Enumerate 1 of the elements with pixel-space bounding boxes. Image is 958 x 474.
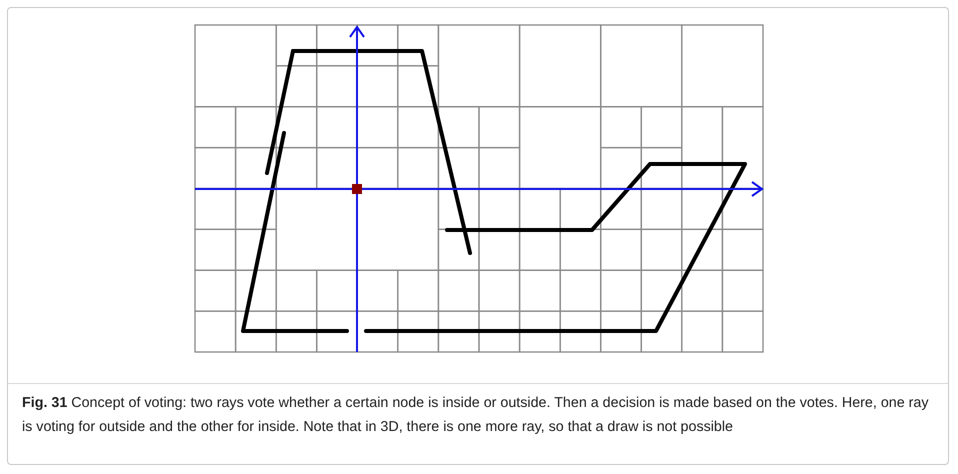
figure-caption: Fig. 31 Concept of voting: two rays vote whether a certain node is inside or outside. Then a decision is made based on the votes. Here, one ray is voting for outside and the other for inside. Note that in 3D, there is one more ray, so that a draw is not possible xyxy=(22,394,930,437)
